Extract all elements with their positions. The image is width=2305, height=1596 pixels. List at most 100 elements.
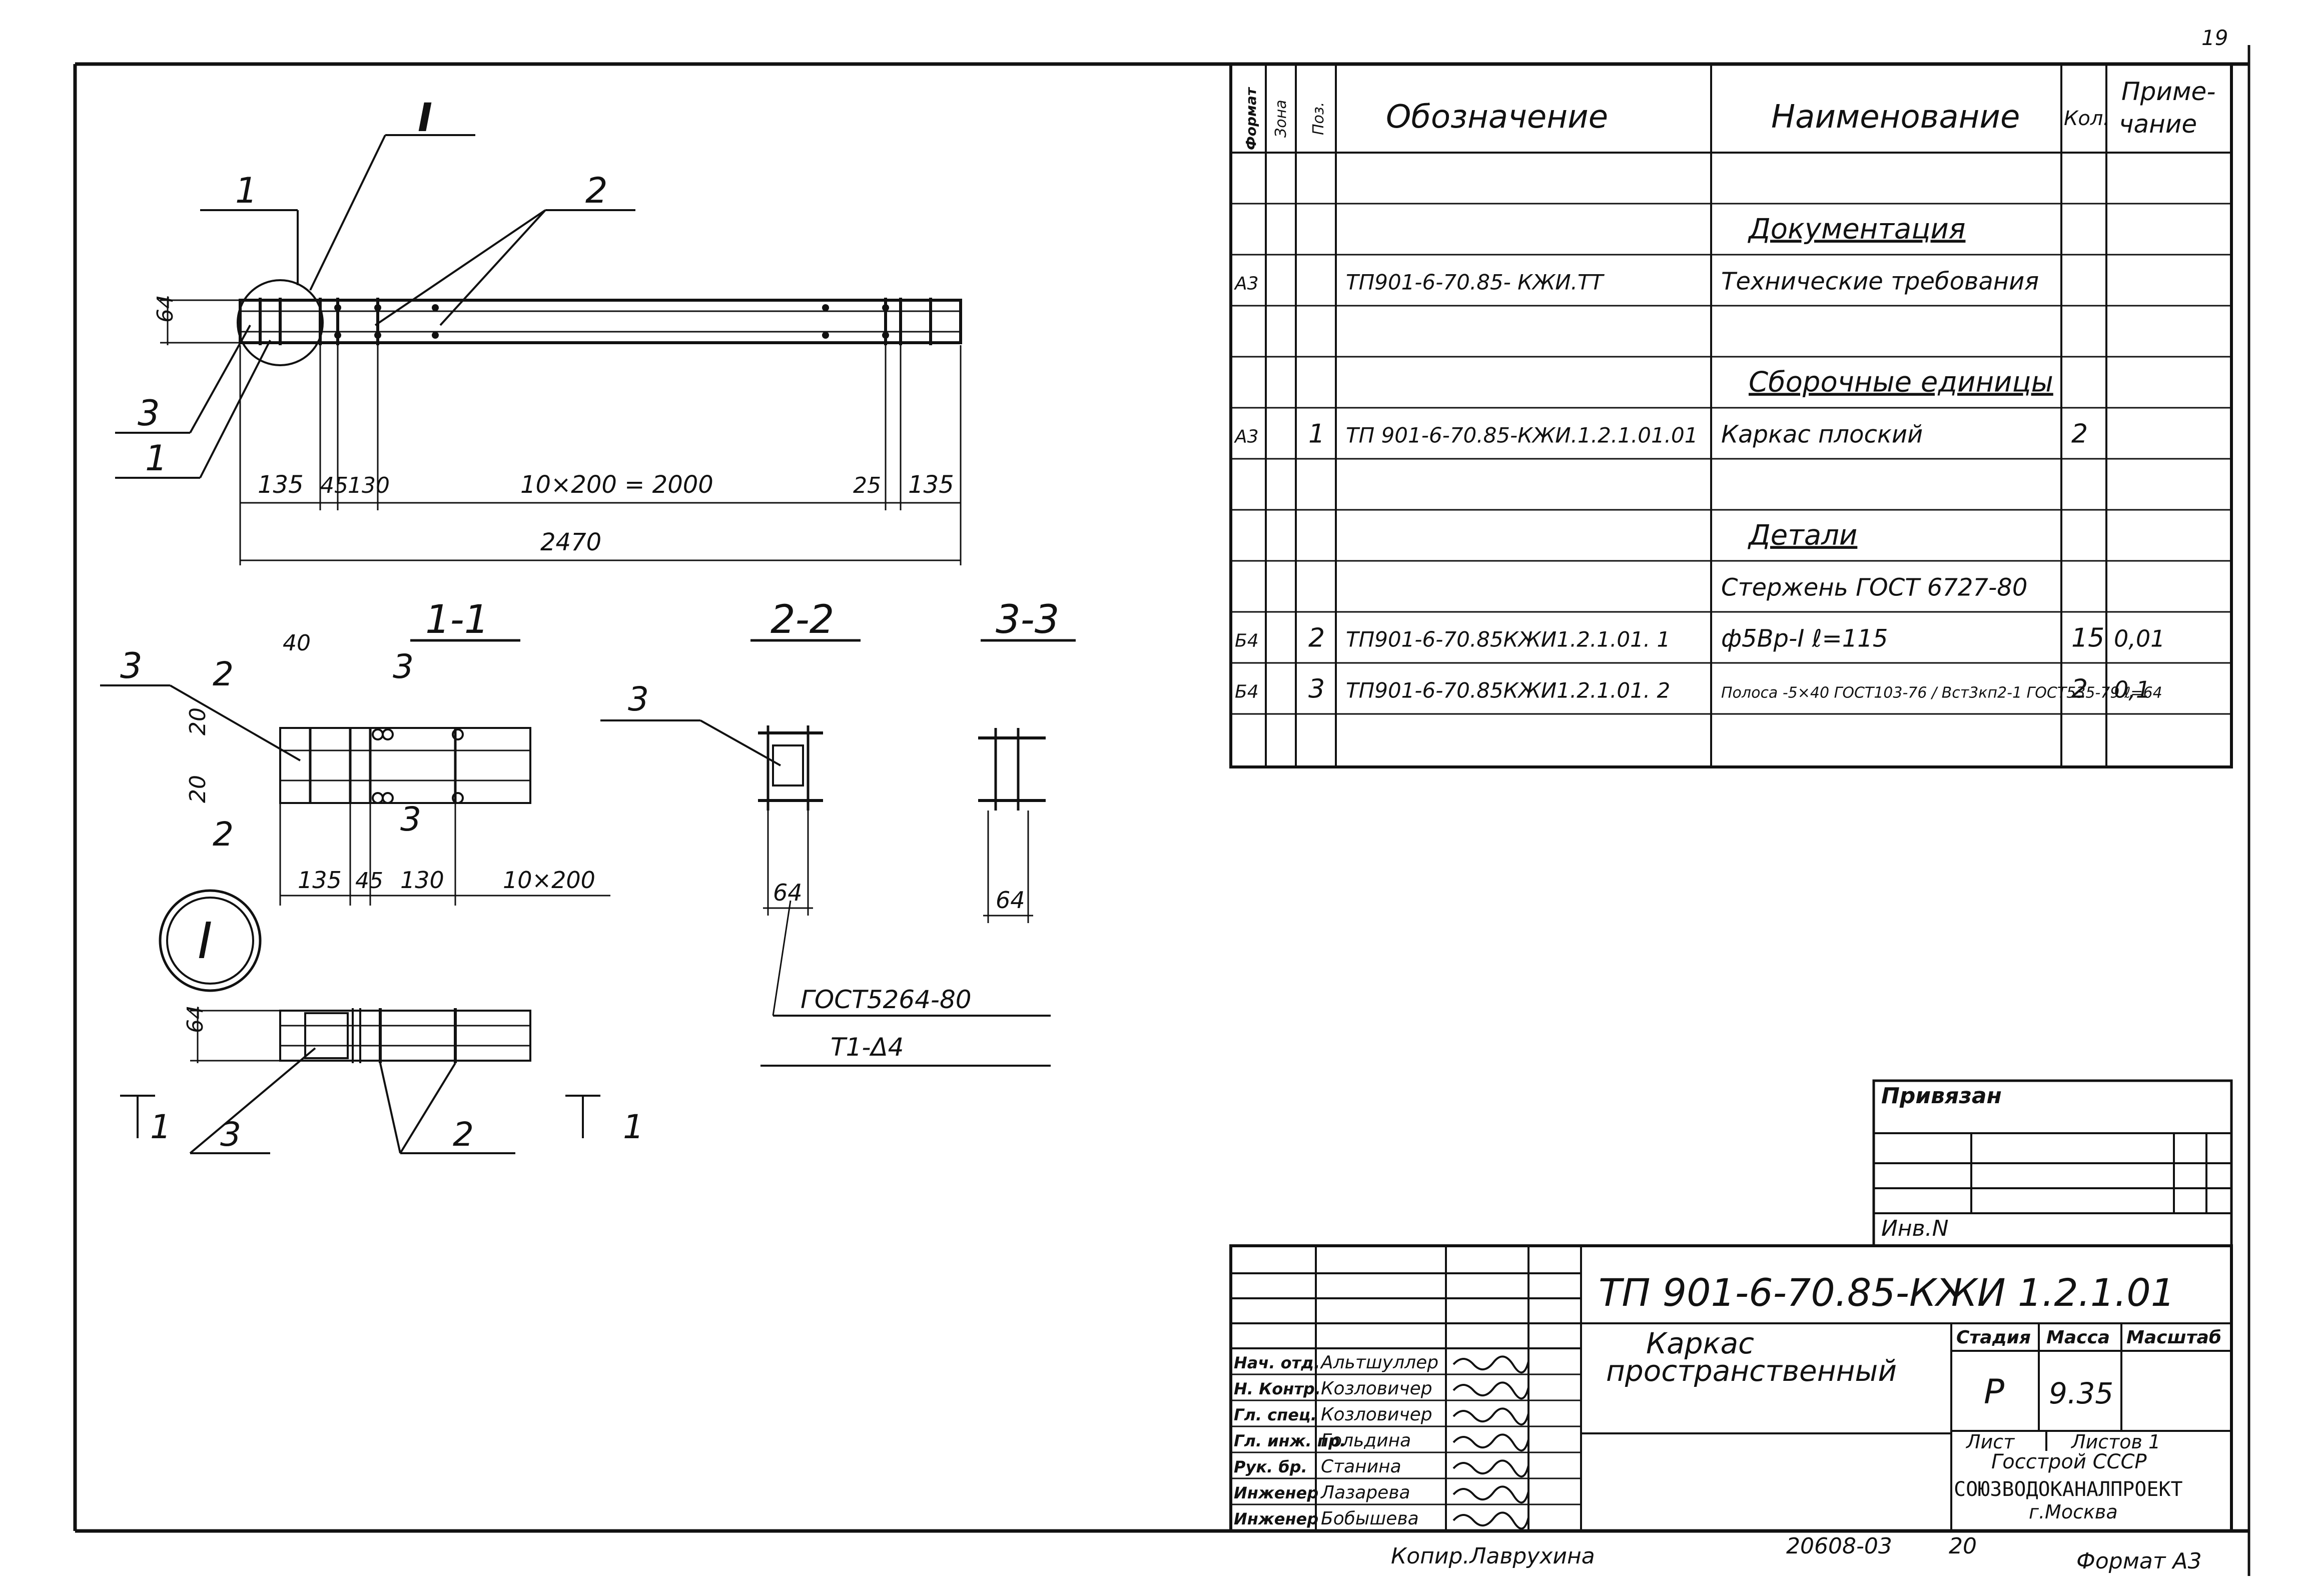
mass-value: 9.35 [2049, 1376, 2113, 1410]
mass-header: Масса [2046, 1327, 2110, 1348]
header-pos: Поз. [1310, 102, 1327, 135]
section-3-3: 3-3 64 [978, 597, 1076, 923]
signature-name: Лазарева [1320, 1482, 1410, 1503]
item-name-line1: Каркас [1646, 1326, 1754, 1360]
section-1-1-dim-20b: 20 [185, 775, 211, 803]
node-i-height-dim: 64 [183, 1005, 208, 1033]
weld-standard: ГОСТ5264-80 [801, 985, 972, 1014]
spec-cell-pos: 1 [1308, 419, 1325, 449]
dim-10x200: 10×200 = 2000 [520, 471, 713, 499]
sheet-label: Лист [1965, 1431, 2015, 1453]
signature-role: Гл. инж. пр. [1234, 1431, 1346, 1450]
spec-cell-format: А3 [1234, 273, 1259, 294]
node-i-pos-2: 2 [453, 1115, 474, 1154]
spec-cell-name: Детали [1747, 519, 1857, 551]
spec-cell-name: Документация [1747, 213, 1965, 245]
spec-cell-name: Сборочные единицы [1749, 366, 2053, 398]
spec-row: Детали [1747, 519, 1857, 551]
handwritten-signature [1452, 1381, 1529, 1399]
section-1-1-cut-3b: 3 [400, 800, 421, 839]
signature-role: Инженер [1234, 1483, 1318, 1502]
section-1-1-cut-2b: 2 [213, 815, 234, 854]
weld-type: Т1-Δ4 [831, 1033, 904, 1062]
section-2-2-pos-3: 3 [628, 680, 649, 718]
svg-text:1: 1 [150, 1108, 171, 1146]
handwritten-signature [1452, 1433, 1529, 1451]
spec-cell-name: Полоса -5×40 ГОСТ103-76 / Вст3кп2-1 ГОСТ… [1721, 684, 2162, 701]
view-arrow-left: 1 [120, 1095, 171, 1146]
inventory-label: Инв.N [1881, 1216, 1949, 1241]
spec-table: Формат Зона Поз. Обозначение Наименовани… [1229, 63, 2233, 768]
spec-cell-pos: 3 [1308, 674, 1325, 704]
sheets-label: Листов 1 [2070, 1431, 2160, 1453]
org-line1: Госстрой СССР [1991, 1450, 2147, 1473]
signature-role: Гл. спец. [1234, 1405, 1317, 1424]
node-label: I [418, 96, 432, 141]
pos-1-label: 1 [145, 438, 168, 479]
section-1-1: 1-1 3 40 2 3 20 20 2 3 135 45 130 10×200 [100, 597, 610, 906]
org-line2: СОЮЗВОДОКАНАЛПРОЕКТ [1954, 1478, 2183, 1501]
stage-header: Стадия [1956, 1327, 2031, 1348]
spec-cell-name: ф5Вр-I ℓ=115 [1721, 624, 1888, 652]
svg-text:1: 1 [623, 1108, 644, 1146]
spec-cell-note: 0,1 [2114, 676, 2150, 703]
section-1-1-dim-10x200: 10×200 [503, 867, 595, 894]
spec-cell-qty: 2 [2071, 419, 2088, 449]
item-name-line2: пространственный [1606, 1354, 1897, 1388]
org-line3: г.Москва [2029, 1501, 2118, 1523]
spec-cell-qty: 15 [2071, 623, 2104, 653]
dim-45: 45 [320, 473, 348, 498]
signature-name: Гольдина [1321, 1430, 1411, 1451]
weld-dots [334, 304, 889, 339]
section-mark-2: 2 [585, 170, 608, 211]
spec-cell-qty: 2 [2071, 674, 2088, 704]
dimension-chain: 135 45 130 10×200 = 2000 25 135 2470 [239, 345, 962, 565]
signature-row: Н. Контр.Козловичер [1234, 1378, 1529, 1399]
handwritten-signature [1452, 1407, 1529, 1425]
signature-name: Станина [1321, 1456, 1401, 1477]
main-view: I 1 2 3 1 64 135 45 [115, 96, 962, 565]
handwritten-signature [1452, 1459, 1529, 1477]
spec-cell-designation: ТП901-6-70.85- КЖИ.ТТ [1346, 270, 1605, 294]
header-note-2: чание [2119, 110, 2197, 139]
signature-role: Н. Контр. [1234, 1379, 1321, 1398]
header-name: Наименование [1771, 99, 2020, 136]
node-i-pos-3: 3 [220, 1115, 241, 1154]
section-1-1-dim-135: 135 [298, 867, 342, 894]
binding-box: Привязан Инв.N [1872, 1079, 2233, 1247]
dim-130: 130 [348, 473, 390, 498]
spec-row: Стержень ГОСТ 6727-80 [1721, 573, 2027, 601]
section-1-1-title: 1-1 [425, 597, 489, 642]
title-block: ТП 901-6-70.85-КЖИ 1.2.1.01 Каркас прост… [1229, 1244, 2233, 1532]
spec-cell-note: 0,01 [2114, 625, 2165, 652]
header-zone: Зона [1272, 100, 1290, 138]
header-note-1: Приме- [2121, 77, 2215, 106]
node-i-label: I [198, 912, 213, 970]
binding-title: Привязан [1881, 1083, 2002, 1109]
section-3-3-title: 3-3 [996, 597, 1059, 642]
dim-25: 25 [853, 473, 881, 498]
view-arrow-right: 1 [565, 1095, 644, 1146]
pos-3-label: 3 [138, 393, 160, 434]
signature-row: Гл. инж. пр.Гольдина [1234, 1430, 1529, 1451]
section-2-2: 2-2 3 64 ГОСТ5264-80 Т1-Δ4 [600, 597, 1051, 1067]
signature-row: Нач. отд.Альтшуллер [1234, 1352, 1529, 1373]
archive-number: 20608-03 [1786, 1533, 1892, 1559]
scale-header: Масштаб [2126, 1327, 2221, 1348]
format-label: Формат А3 [2076, 1548, 2202, 1574]
signature-name: Бобышева [1321, 1508, 1419, 1529]
handwritten-signature [1452, 1485, 1529, 1503]
copied-by: Копир.Лаврухина [1391, 1543, 1595, 1569]
section-1-1-dim-130: 130 [400, 867, 444, 894]
handwritten-signature [1452, 1355, 1529, 1373]
node-i-circle-outer [159, 889, 262, 992]
section-1-1-cut-2a: 2 [213, 655, 234, 693]
section-1-1-dim-20a: 20 [185, 707, 211, 735]
header-designation: Обозначение [1386, 99, 1608, 136]
height-dim: 64 [153, 295, 178, 323]
document-code: ТП 901-6-70.85-КЖИ 1.2.1.01 [1599, 1270, 2175, 1315]
